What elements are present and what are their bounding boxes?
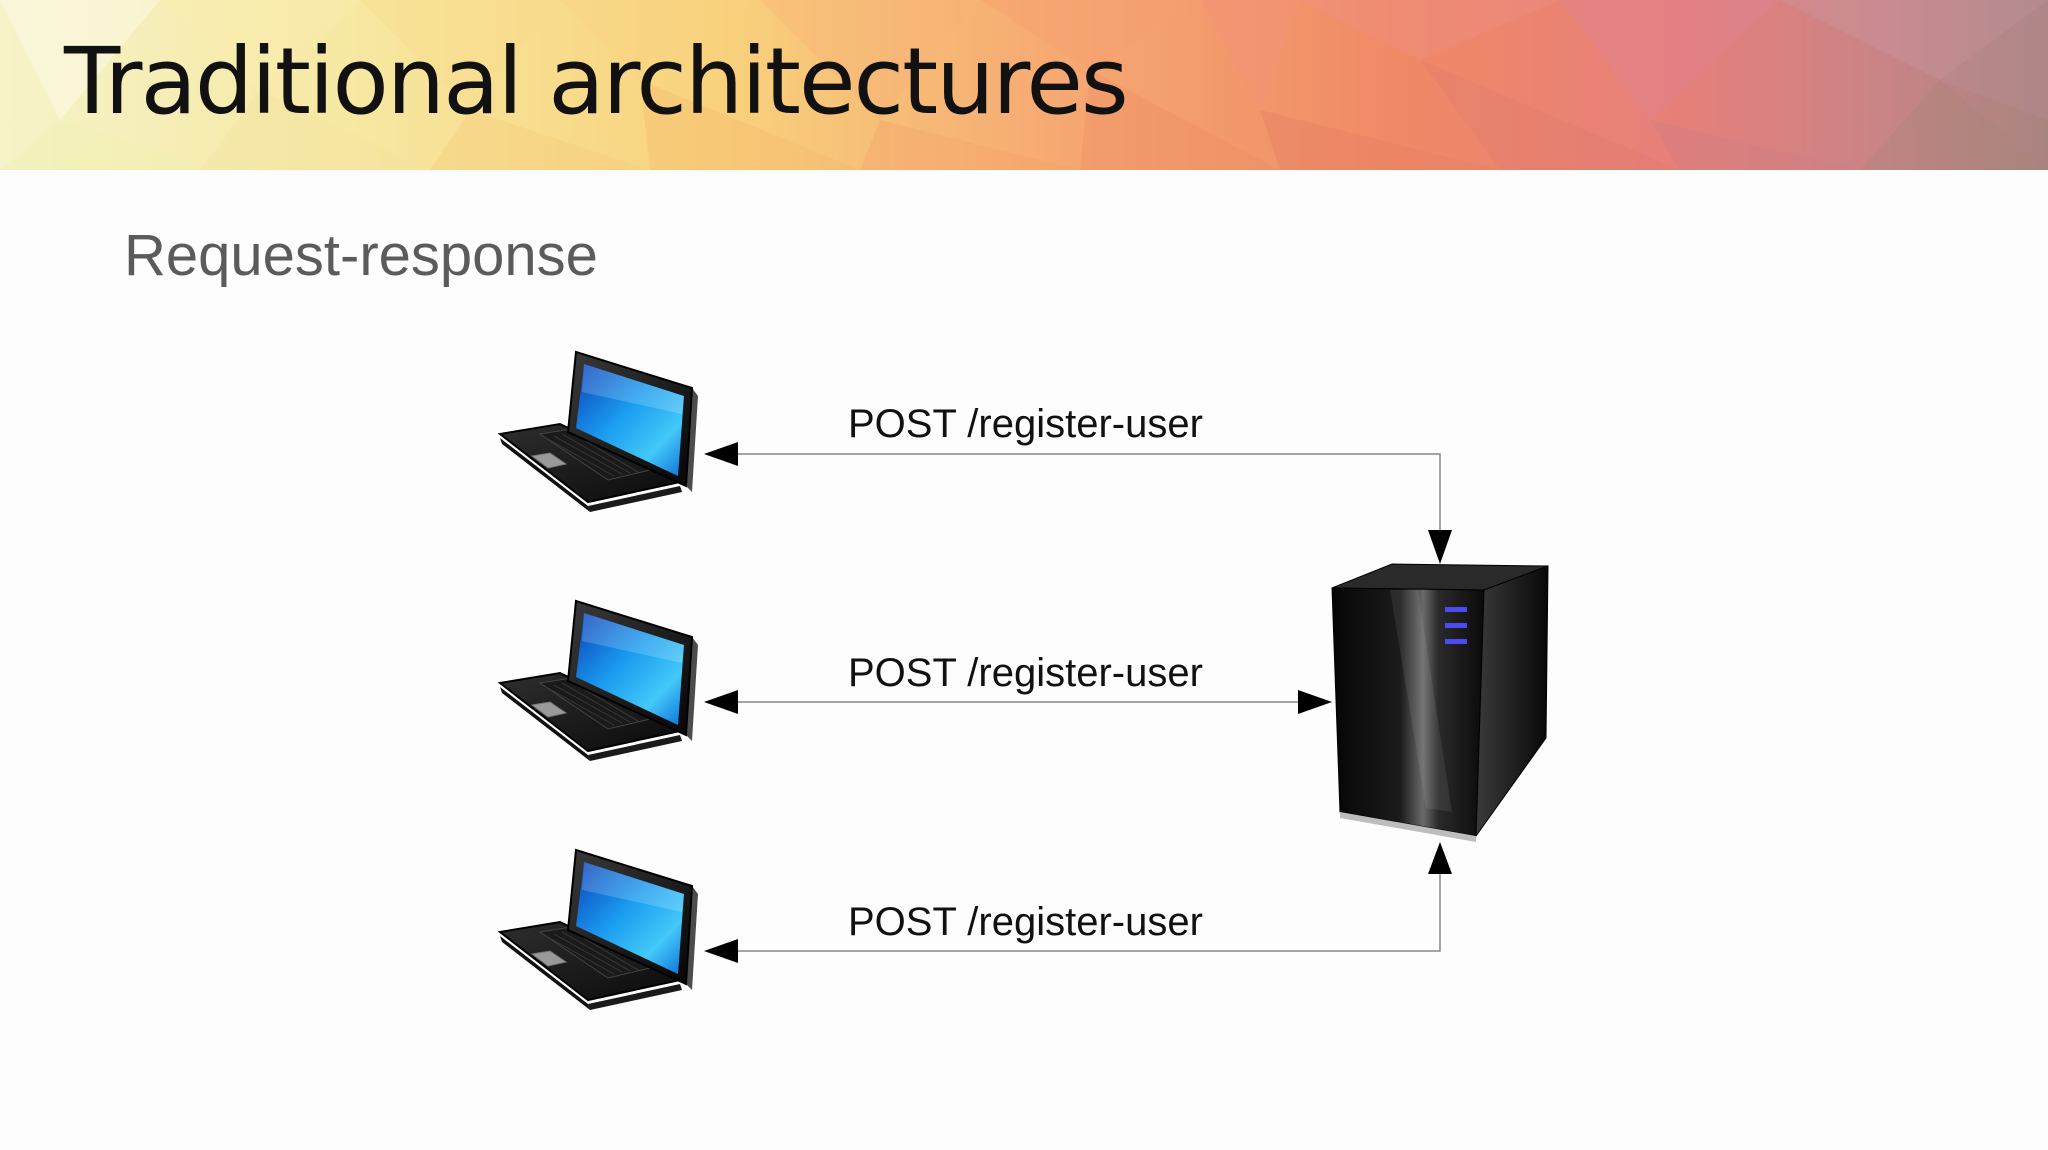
arrowhead-down	[1428, 530, 1452, 564]
server-tower-icon	[1331, 563, 1549, 842]
connector-line	[738, 453, 1441, 532]
page-subtitle: Request-response	[124, 223, 598, 288]
low-poly-banner-art	[0, 0, 2048, 170]
edge-label: POST /register-user	[848, 651, 1203, 695]
header-banner	[0, 0, 2048, 170]
arrowhead-right	[1298, 690, 1332, 714]
arrowhead-left	[704, 690, 738, 714]
connector-line	[738, 866, 1441, 952]
arrowhead-left	[704, 939, 738, 963]
arrowhead-up	[1428, 842, 1452, 874]
laptop-icon	[499, 351, 699, 513]
laptop-icon	[499, 849, 699, 1011]
edge-label: POST /register-user	[848, 900, 1203, 944]
page-title: Traditional architectures	[64, 28, 1129, 135]
arrowhead-left	[704, 442, 738, 466]
laptop-icon	[499, 600, 699, 762]
edge-label: POST /register-user	[848, 402, 1203, 446]
